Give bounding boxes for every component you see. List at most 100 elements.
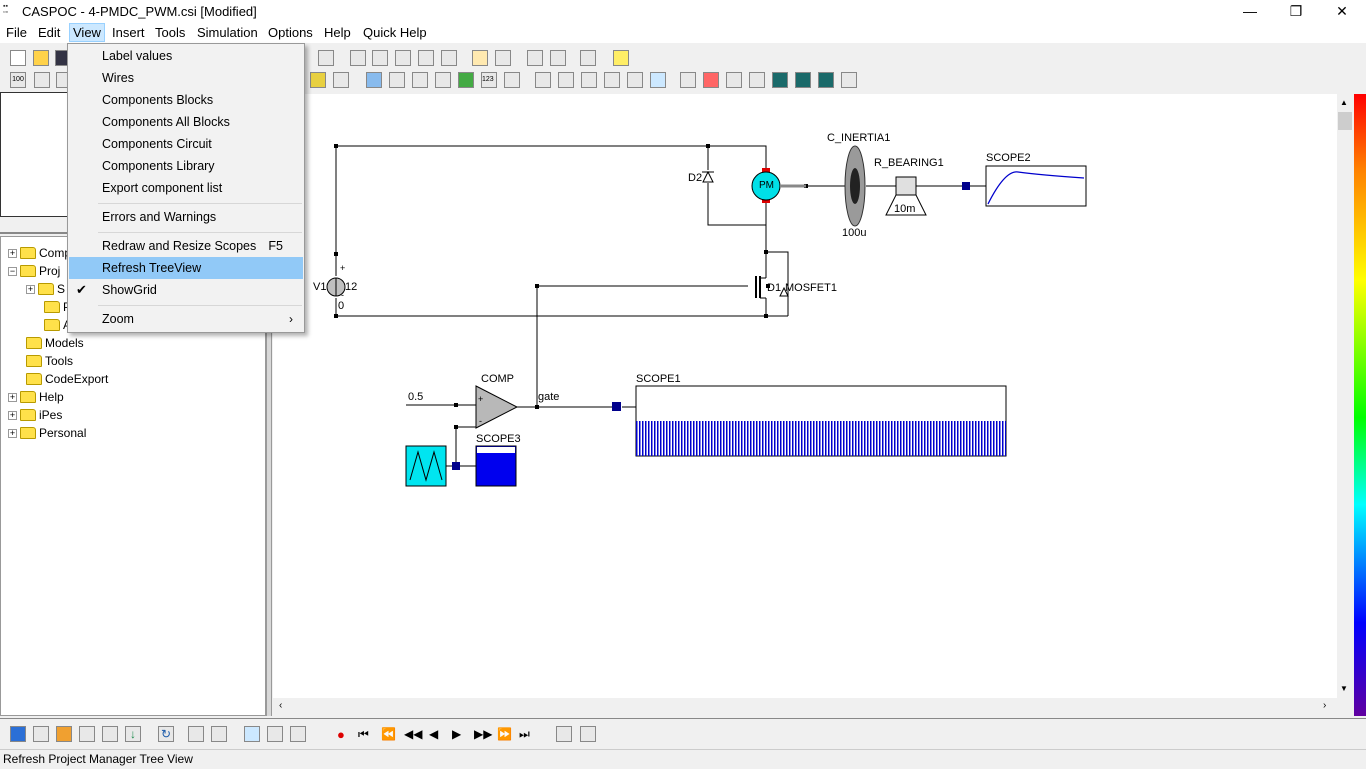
play-icon[interactable]: ▶ <box>452 727 462 741</box>
minimize-button[interactable]: — <box>1243 3 1257 19</box>
expand-icon[interactable]: + <box>8 409 17 420</box>
network-icon[interactable] <box>188 726 204 742</box>
ic-icon[interactable] <box>495 50 511 66</box>
windows-2-icon[interactable] <box>580 726 596 742</box>
download-arrow-icon[interactable]: ↓ <box>125 726 141 742</box>
menu-item-errors-and-warnings[interactable]: Errors and Warnings <box>69 206 303 228</box>
text-label-icon[interactable] <box>333 72 349 88</box>
edit-icon[interactable] <box>290 726 306 742</box>
scroll-down-icon[interactable]: ▼ <box>1340 684 1348 693</box>
menu-tools[interactable]: Tools <box>155 25 186 40</box>
tree-item-sub-s[interactable]: + S <box>26 280 65 298</box>
arrow-ic-icon[interactable] <box>472 50 488 66</box>
tree-item-personal[interactable]: + Personal <box>8 424 86 442</box>
library-icon[interactable] <box>10 726 26 742</box>
refresh-icon[interactable]: ↻ <box>158 726 174 742</box>
tree-item-projects[interactable]: − Proj <box>8 262 60 280</box>
grid-icon[interactable] <box>79 726 95 742</box>
probe-icon[interactable] <box>310 72 326 88</box>
menu-item-wires[interactable]: Wires <box>69 67 303 89</box>
menu-simulation[interactable]: Simulation <box>197 25 258 40</box>
list-icon[interactable] <box>395 50 411 66</box>
hand-tool-icon[interactable] <box>350 50 366 66</box>
clock-icon[interactable] <box>581 72 597 88</box>
network-2-icon[interactable] <box>211 726 227 742</box>
windows-icon[interactable] <box>556 726 572 742</box>
wire-tool-icon[interactable] <box>318 50 334 66</box>
chip-3-icon[interactable] <box>818 72 834 88</box>
shapes-icon[interactable] <box>703 72 719 88</box>
counter-icon[interactable] <box>56 726 72 742</box>
menu-item-zoom[interactable]: Zoom› <box>69 308 303 330</box>
open-folder-icon[interactable] <box>33 50 49 66</box>
tree-item-help[interactable]: + Help <box>8 388 64 406</box>
component-icon[interactable] <box>527 50 543 66</box>
record-icon[interactable]: ● <box>337 727 345 742</box>
expand-icon[interactable]: + <box>8 247 17 258</box>
tree-item-models[interactable]: Models <box>26 334 84 352</box>
menu-item-components-library[interactable]: Components Library <box>69 155 303 177</box>
grid-blocks-icon[interactable] <box>580 50 596 66</box>
tree-item-tools[interactable]: Tools <box>26 352 73 370</box>
schematic-canvas[interactable]: C_INERTIA1 100u R_BEARING1 10m SCOPE2 D2… <box>273 94 1337 698</box>
caspoc-app-icon[interactable]: ▪▪▫▫ <box>3 3 8 16</box>
crosshair-icon[interactable] <box>535 72 551 88</box>
pm-motor-label[interactable]: PM <box>759 180 774 191</box>
chip-icon[interactable] <box>772 72 788 88</box>
tools-icon[interactable] <box>504 72 520 88</box>
help-question-icon[interactable] <box>613 50 629 66</box>
tree-item-ipes[interactable]: + iPes <box>8 406 62 424</box>
grid-dots-icon[interactable] <box>558 72 574 88</box>
scroll-up-icon[interactable]: ▲ <box>1340 98 1348 107</box>
level-bar-active-icon[interactable] <box>650 72 666 88</box>
cross-node-icon[interactable] <box>389 72 405 88</box>
image-icon[interactable] <box>244 726 260 742</box>
step-back-icon[interactable]: ◀ <box>429 727 439 741</box>
probe-red-icon[interactable] <box>604 72 620 88</box>
menu-item-refresh-treeview[interactable]: Refresh TreeView <box>69 257 303 279</box>
fast-rewind-icon[interactable]: ⏪ <box>381 727 396 741</box>
block-icon[interactable] <box>458 72 474 88</box>
menu-options[interactable]: Options <box>268 25 313 40</box>
list-edit-icon[interactable] <box>418 50 434 66</box>
expand-icon[interactable]: + <box>8 427 17 438</box>
counter-123-icon[interactable]: 123 <box>481 72 497 88</box>
chip-2-icon[interactable] <box>795 72 811 88</box>
rewind-icon[interactable]: ◀◀ <box>404 727 423 741</box>
menu-item-export-component-list[interactable]: Export component list <box>69 177 303 199</box>
scroll-thumb[interactable] <box>1338 112 1352 130</box>
menu-help[interactable]: Help <box>324 25 351 40</box>
zoom-fit-icon[interactable] <box>34 72 50 88</box>
close-button[interactable]: ✕ <box>1336 3 1348 19</box>
zoom-100-icon[interactable]: 100 <box>10 72 26 88</box>
menu-item-label-values[interactable]: Label values <box>69 45 303 67</box>
menu-quick-help[interactable]: Quick Help <box>363 25 427 40</box>
maximize-button[interactable]: ❐ <box>1289 3 1303 19</box>
component-edit-icon[interactable] <box>550 50 566 66</box>
scroll-right-icon[interactable]: › <box>1323 700 1327 711</box>
expand-icon[interactable]: + <box>8 391 17 402</box>
table-icon[interactable] <box>841 72 857 88</box>
level-bar-icon[interactable] <box>627 72 643 88</box>
horizontal-scrollbar[interactable]: ‹ › <box>273 698 1337 715</box>
tree-item-components[interactable]: + Comp <box>8 244 71 262</box>
skip-start-icon[interactable]: ⏮ <box>358 727 369 741</box>
menu-view[interactable]: View <box>69 23 105 42</box>
flow-icon[interactable] <box>267 726 283 742</box>
node-icon[interactable] <box>366 72 382 88</box>
network-icon[interactable] <box>680 72 696 88</box>
menu-file[interactable]: File <box>6 25 27 40</box>
menu-item-showgrid[interactable]: ✔ShowGrid <box>69 279 303 301</box>
menu-edit[interactable]: Edit <box>38 25 61 40</box>
flow-icon[interactable] <box>726 72 742 88</box>
fast-forward-icon[interactable]: ⏩ <box>497 727 512 741</box>
skip-end-icon[interactable]: ⏭ <box>519 727 530 741</box>
menu-item-components-blocks[interactable]: Components Blocks <box>69 89 303 111</box>
collapse-icon[interactable]: − <box>8 265 17 276</box>
chip-icon[interactable] <box>102 726 118 742</box>
menu-insert[interactable]: Insert <box>112 25 145 40</box>
document-icon[interactable] <box>33 726 49 742</box>
forward-icon[interactable]: ▶▶ <box>474 727 493 741</box>
panel-splitter[interactable] <box>266 92 272 716</box>
chart-tool-icon[interactable] <box>372 50 388 66</box>
